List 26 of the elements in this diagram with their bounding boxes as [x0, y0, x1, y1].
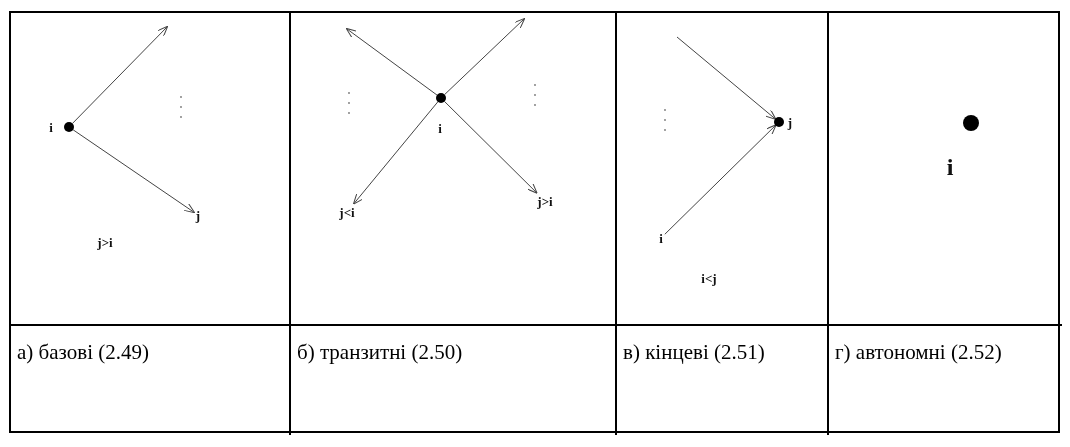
caption-text: г) автономні (2.52) [835, 339, 1003, 366]
vertex-label: j [195, 208, 201, 222]
vertex-label: i [438, 121, 442, 135]
vertex-dot [436, 93, 446, 103]
caption-text: а) базові (2.49) [17, 339, 150, 366]
arrow [345, 27, 438, 96]
arrow [444, 101, 538, 194]
arrow [352, 101, 439, 205]
vertex-label: j [787, 115, 793, 129]
arrow [664, 124, 777, 235]
arrow [444, 17, 526, 96]
vertex-label: i [659, 231, 663, 245]
vertex-label: j>i [537, 194, 553, 208]
arrow [72, 129, 196, 214]
vertex-dot [774, 117, 784, 127]
caption-text: в) кінцеві (2.51) [623, 339, 766, 366]
arrow [72, 25, 169, 124]
vertex-label: i [946, 155, 954, 179]
condition-label: j>i [97, 235, 113, 249]
vertex-dot [64, 122, 74, 132]
vertex-label: i [49, 120, 53, 134]
vertex-label: j<i [339, 205, 355, 219]
arrow [676, 36, 777, 120]
vertex-dot [963, 115, 979, 131]
caption-text: б) транзитні (2.50) [297, 339, 464, 366]
condition-label: i<j [701, 271, 717, 285]
